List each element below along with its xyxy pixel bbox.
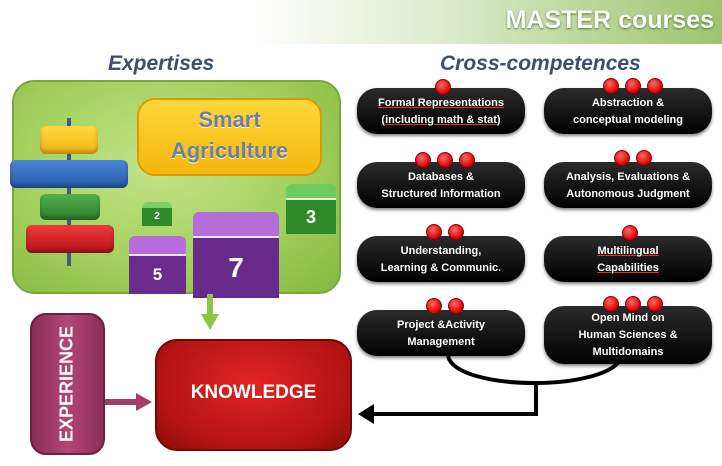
competence-label: Abstraction & conceptual modeling <box>572 97 683 126</box>
block-3-number: 3 <box>286 200 336 234</box>
rating-dot <box>426 298 442 314</box>
rating-dot <box>448 224 464 240</box>
red-bar <box>26 225 114 253</box>
banner-title: MASTER courses <box>505 6 714 34</box>
rating-dot <box>459 152 475 168</box>
block-5-number: 5 <box>129 256 186 294</box>
rating-dot <box>437 152 453 168</box>
competence-pill-databases <box>357 162 525 208</box>
green-bar <box>40 194 100 220</box>
competence-label: Open Mind on Human Sciences & Multidomai… <box>578 312 678 358</box>
competence-pill-project-management <box>357 310 525 356</box>
rating-dot <box>448 298 464 314</box>
block-3: 3 <box>286 184 336 234</box>
rating-dot <box>636 150 652 166</box>
rating-dot <box>622 225 638 241</box>
competence-pill-multilingual <box>544 236 712 282</box>
experience-label: EXPERIENCE <box>56 325 77 443</box>
competence-label: Project &Activity Management <box>396 319 486 348</box>
expertises-heading: Expertises <box>108 52 215 75</box>
competence-pill-open-mind <box>544 306 712 364</box>
rating-dot <box>614 150 630 166</box>
competence-pill-abstraction <box>544 88 712 134</box>
experience-box <box>30 313 105 455</box>
knowledge-label: KNOWLEDGE <box>190 382 317 403</box>
competence-label: Analysis, Evaluations & Autonomous Judgm… <box>565 171 691 200</box>
block-7: 7 <box>193 212 279 298</box>
blue-bar <box>10 160 128 188</box>
block-7-number: 7 <box>193 238 279 298</box>
competence-label: Understanding, Learning & Communic. <box>380 245 502 274</box>
title-banner <box>0 0 722 44</box>
block-5: 5 <box>129 236 186 294</box>
yellow-bar <box>40 126 98 154</box>
competence-pill-analysis <box>544 162 712 208</box>
competence-label: Multilingual Capabilities <box>597 245 659 274</box>
bar-stack-pole <box>67 118 71 266</box>
rating-dot <box>426 224 442 240</box>
rating-dot <box>647 78 663 94</box>
competence-pill-formal-representations <box>357 88 525 134</box>
smart-agriculture-box <box>137 98 322 176</box>
competence-label: Formal Representations (including math &… <box>378 97 504 126</box>
smart-agriculture-label: Smart Agriculture <box>170 107 289 163</box>
rating-dot <box>603 78 619 94</box>
block-2-number: 2 <box>142 208 172 226</box>
rating-dot <box>415 152 431 168</box>
rating-dot <box>647 296 663 312</box>
competence-label: Databases & Structured Information <box>381 171 501 200</box>
knowledge-box <box>155 339 352 451</box>
right-arrow-icon <box>104 393 152 411</box>
block-2: 2 <box>142 202 172 226</box>
rating-dot <box>625 78 641 94</box>
rating-dot <box>603 296 619 312</box>
cross-competences-heading: Cross-competences <box>440 52 641 75</box>
rating-dot <box>625 296 641 312</box>
rating-dot <box>435 79 451 95</box>
left-arrow-icon <box>358 355 624 424</box>
down-arrow-icon <box>201 294 219 330</box>
competence-pill-understanding <box>357 236 525 282</box>
